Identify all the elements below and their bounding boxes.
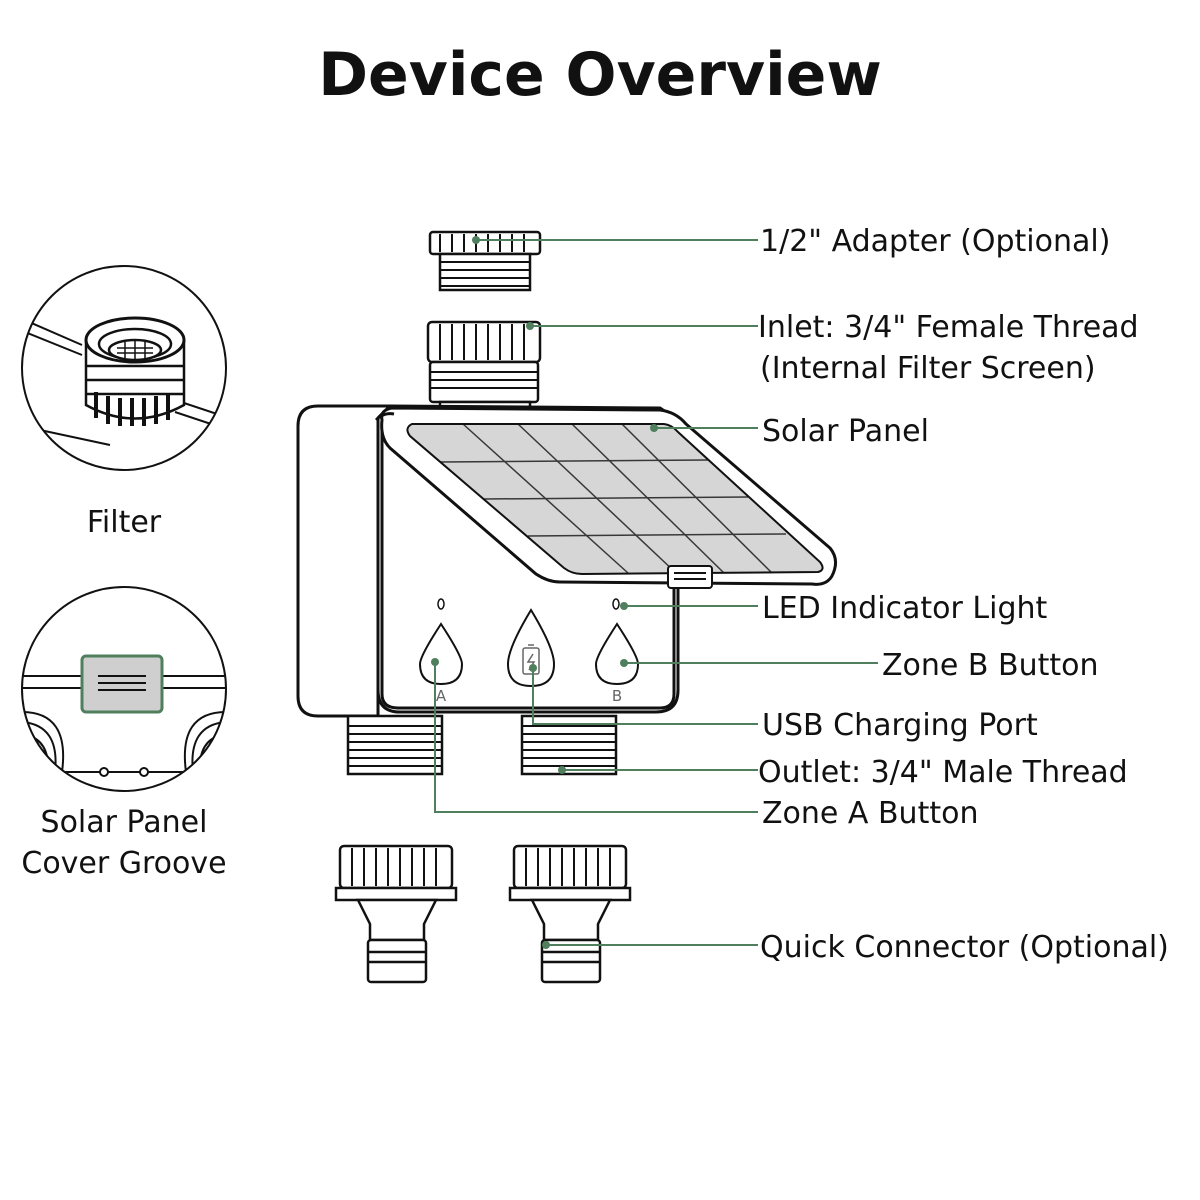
water-drop-icon [418, 622, 464, 686]
callout-adapter: 1/2" Adapter (Optional) [760, 224, 1110, 259]
panel-groove-clip [667, 565, 713, 589]
callout-inlet-line1: Inlet: 3/4" Female Thread [758, 310, 1139, 345]
zone-a-letter: A [436, 687, 447, 705]
outlet-a [346, 714, 444, 776]
adapter-part [428, 230, 542, 292]
leader-dots [431, 236, 658, 949]
filter-label: Filter [87, 505, 162, 540]
groove-inset [21, 586, 227, 792]
zone-a-button[interactable]: A [418, 622, 464, 705]
callout-outlet: Outlet: 3/4" Male Thread [758, 755, 1128, 790]
water-drop-icon [594, 622, 640, 686]
groove-highlight [80, 654, 164, 714]
usb-button[interactable] [506, 608, 556, 688]
zone-b-letter: B [612, 687, 622, 705]
callout-led: LED Indicator Light [762, 591, 1048, 626]
callout-zone-b: Zone B Button [882, 648, 1099, 683]
led-indicator [437, 598, 620, 610]
callout-usb: USB Charging Port [762, 708, 1038, 743]
callout-inlet-line2: (Internal Filter Screen) [760, 351, 1096, 386]
page-title: Device Overview [318, 40, 882, 110]
callout-quick-connector: Quick Connector (Optional) [760, 930, 1169, 965]
zone-b-button[interactable]: B [594, 622, 640, 705]
filter-screen-icon [84, 316, 186, 426]
groove-label-line1: Solar Panel [41, 805, 208, 840]
quick-connector-a [334, 844, 458, 984]
outlet-b [520, 714, 618, 776]
callout-solar-panel: Solar Panel [762, 414, 929, 449]
leader-lines [434, 239, 878, 946]
groove-label-line2: Cover Groove [21, 846, 226, 881]
filter-inset [21, 265, 227, 471]
quick-connector-b [508, 844, 632, 984]
inlet-part [426, 320, 542, 412]
callout-zone-a: Zone A Button [762, 796, 978, 831]
